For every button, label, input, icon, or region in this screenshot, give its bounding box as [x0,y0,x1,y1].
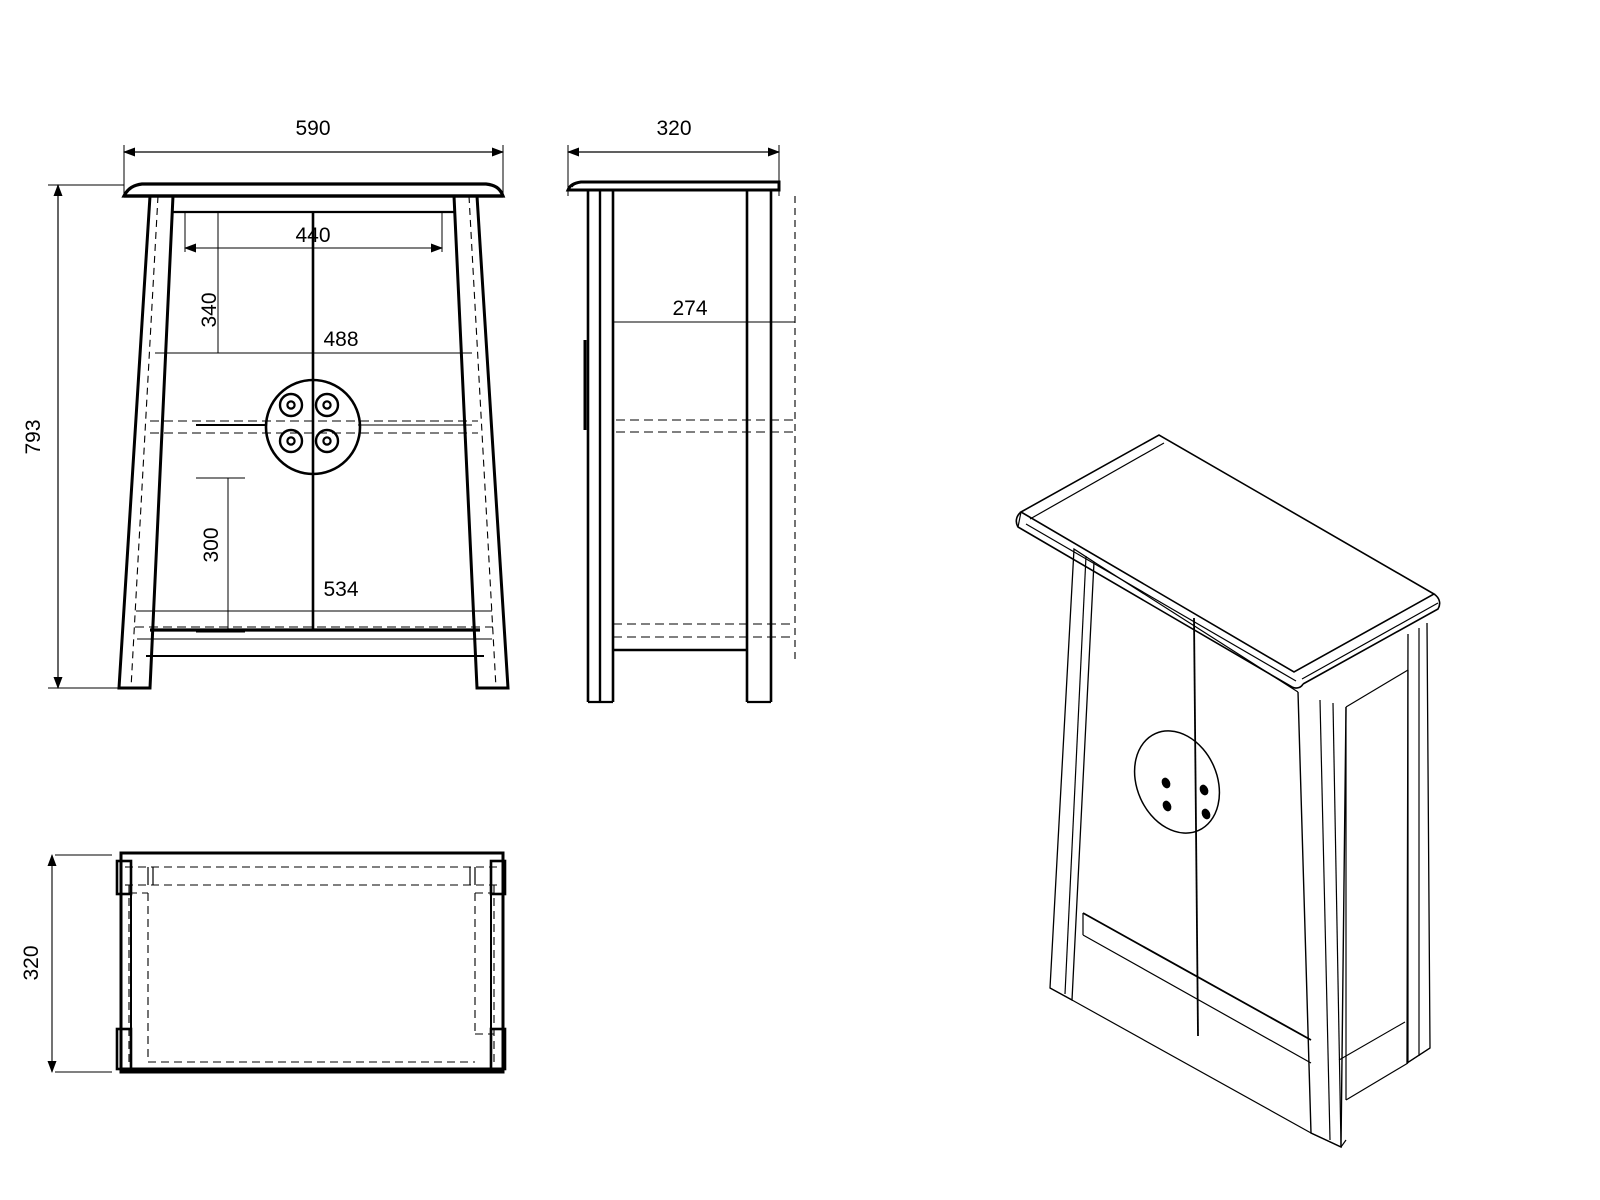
iso-carcass-bottom-front [1071,999,1312,1134]
plan-leg-back-right [489,859,507,896]
front-top-slab [121,182,506,198]
front-elevation: 590 793 440 [22,117,510,690]
front-top-slab-edge [127,183,501,192]
iso-carcass-bottom-side [1345,1062,1409,1101]
iso-knob-screw-3 [1199,784,1209,796]
iso-leg-left-foot [1049,987,1073,1001]
iso-carcass-top-side [1345,669,1409,708]
iso-leg-left-front [1049,547,1095,1002]
front-knob-assembly [264,378,362,476]
dim-320-plan-label: 320 [20,945,43,980]
front-knob-screws [278,392,340,454]
dim-488-label: 488 [323,328,358,351]
iso-knob-screw-4 [1201,808,1211,820]
dim-274-label: 274 [672,297,707,320]
dim-534-label: 534 [323,578,358,601]
front-534-dimension: 534 [136,578,492,612]
plan-view: 320 [20,851,507,1074]
plan-top-outline [119,851,505,1074]
plan-depth-dimension: 320 [20,854,112,1073]
dim-793-label: 793 [22,419,45,454]
front-300-dimension: 300 [196,477,245,633]
front-leg-right [452,194,510,690]
side-top-slab-edge [571,181,779,188]
iso-knob-ellipse [1133,730,1221,834]
iso-leg-front-right [1297,691,1347,1149]
iso-knob-assembly [1133,730,1221,834]
iso-leg-back-right-foot [1406,1047,1431,1064]
front-440-dimension: 440 [184,212,443,253]
iso-leg-left-front-edge [1064,555,1087,995]
iso-carcass-top-front [1093,561,1299,693]
dim-300-label: 300 [200,527,223,562]
front-340-dimension: 340 [196,211,245,354]
iso-top-face [1019,434,1436,673]
iso-slab-nose-right [1302,593,1441,685]
side-elevation: 320 274 [565,117,796,704]
iso-bottom-rail-bottom [1082,934,1312,1064]
iso-bottom-rail-side [1338,1021,1406,1061]
iso-slab-edge-line-a [1029,442,1165,520]
iso-slab-edge-line-b [1025,523,1297,682]
dim-320-side-label: 320 [656,117,691,140]
iso-leg-front-right-edge-b [1332,702,1342,1148]
plan-leg-back-left [115,859,133,896]
iso-knob-screw-2 [1162,800,1172,812]
iso-door-split-line [1193,617,1199,1037]
front-knob-circle [264,378,362,476]
front-leg-left [117,194,175,690]
side-depth-dimension: 320 [567,117,780,196]
iso-slab-left-tick [1017,511,1022,528]
front-height-dimension: 793 [22,184,124,689]
iso-slab-edge-line-c [1301,602,1439,680]
front-width-dimension: 590 [123,117,504,196]
front-leg-left-hidden [130,195,159,689]
iso-bottom-rail-top [1082,912,1312,1041]
isometric-view [1015,434,1441,1149]
iso-leg-front-right-edge-a [1319,699,1331,1141]
iso-leg-front-right-foot [1310,1132,1347,1148]
dim-590-label: 590 [295,117,330,140]
iso-slab-nose-left [1015,511,1304,689]
dim-340-label: 340 [198,292,221,327]
iso-knob-screw-1 [1161,777,1171,789]
side-274-dimension: 274 [612,297,795,323]
front-leg-right-hidden [468,195,497,689]
